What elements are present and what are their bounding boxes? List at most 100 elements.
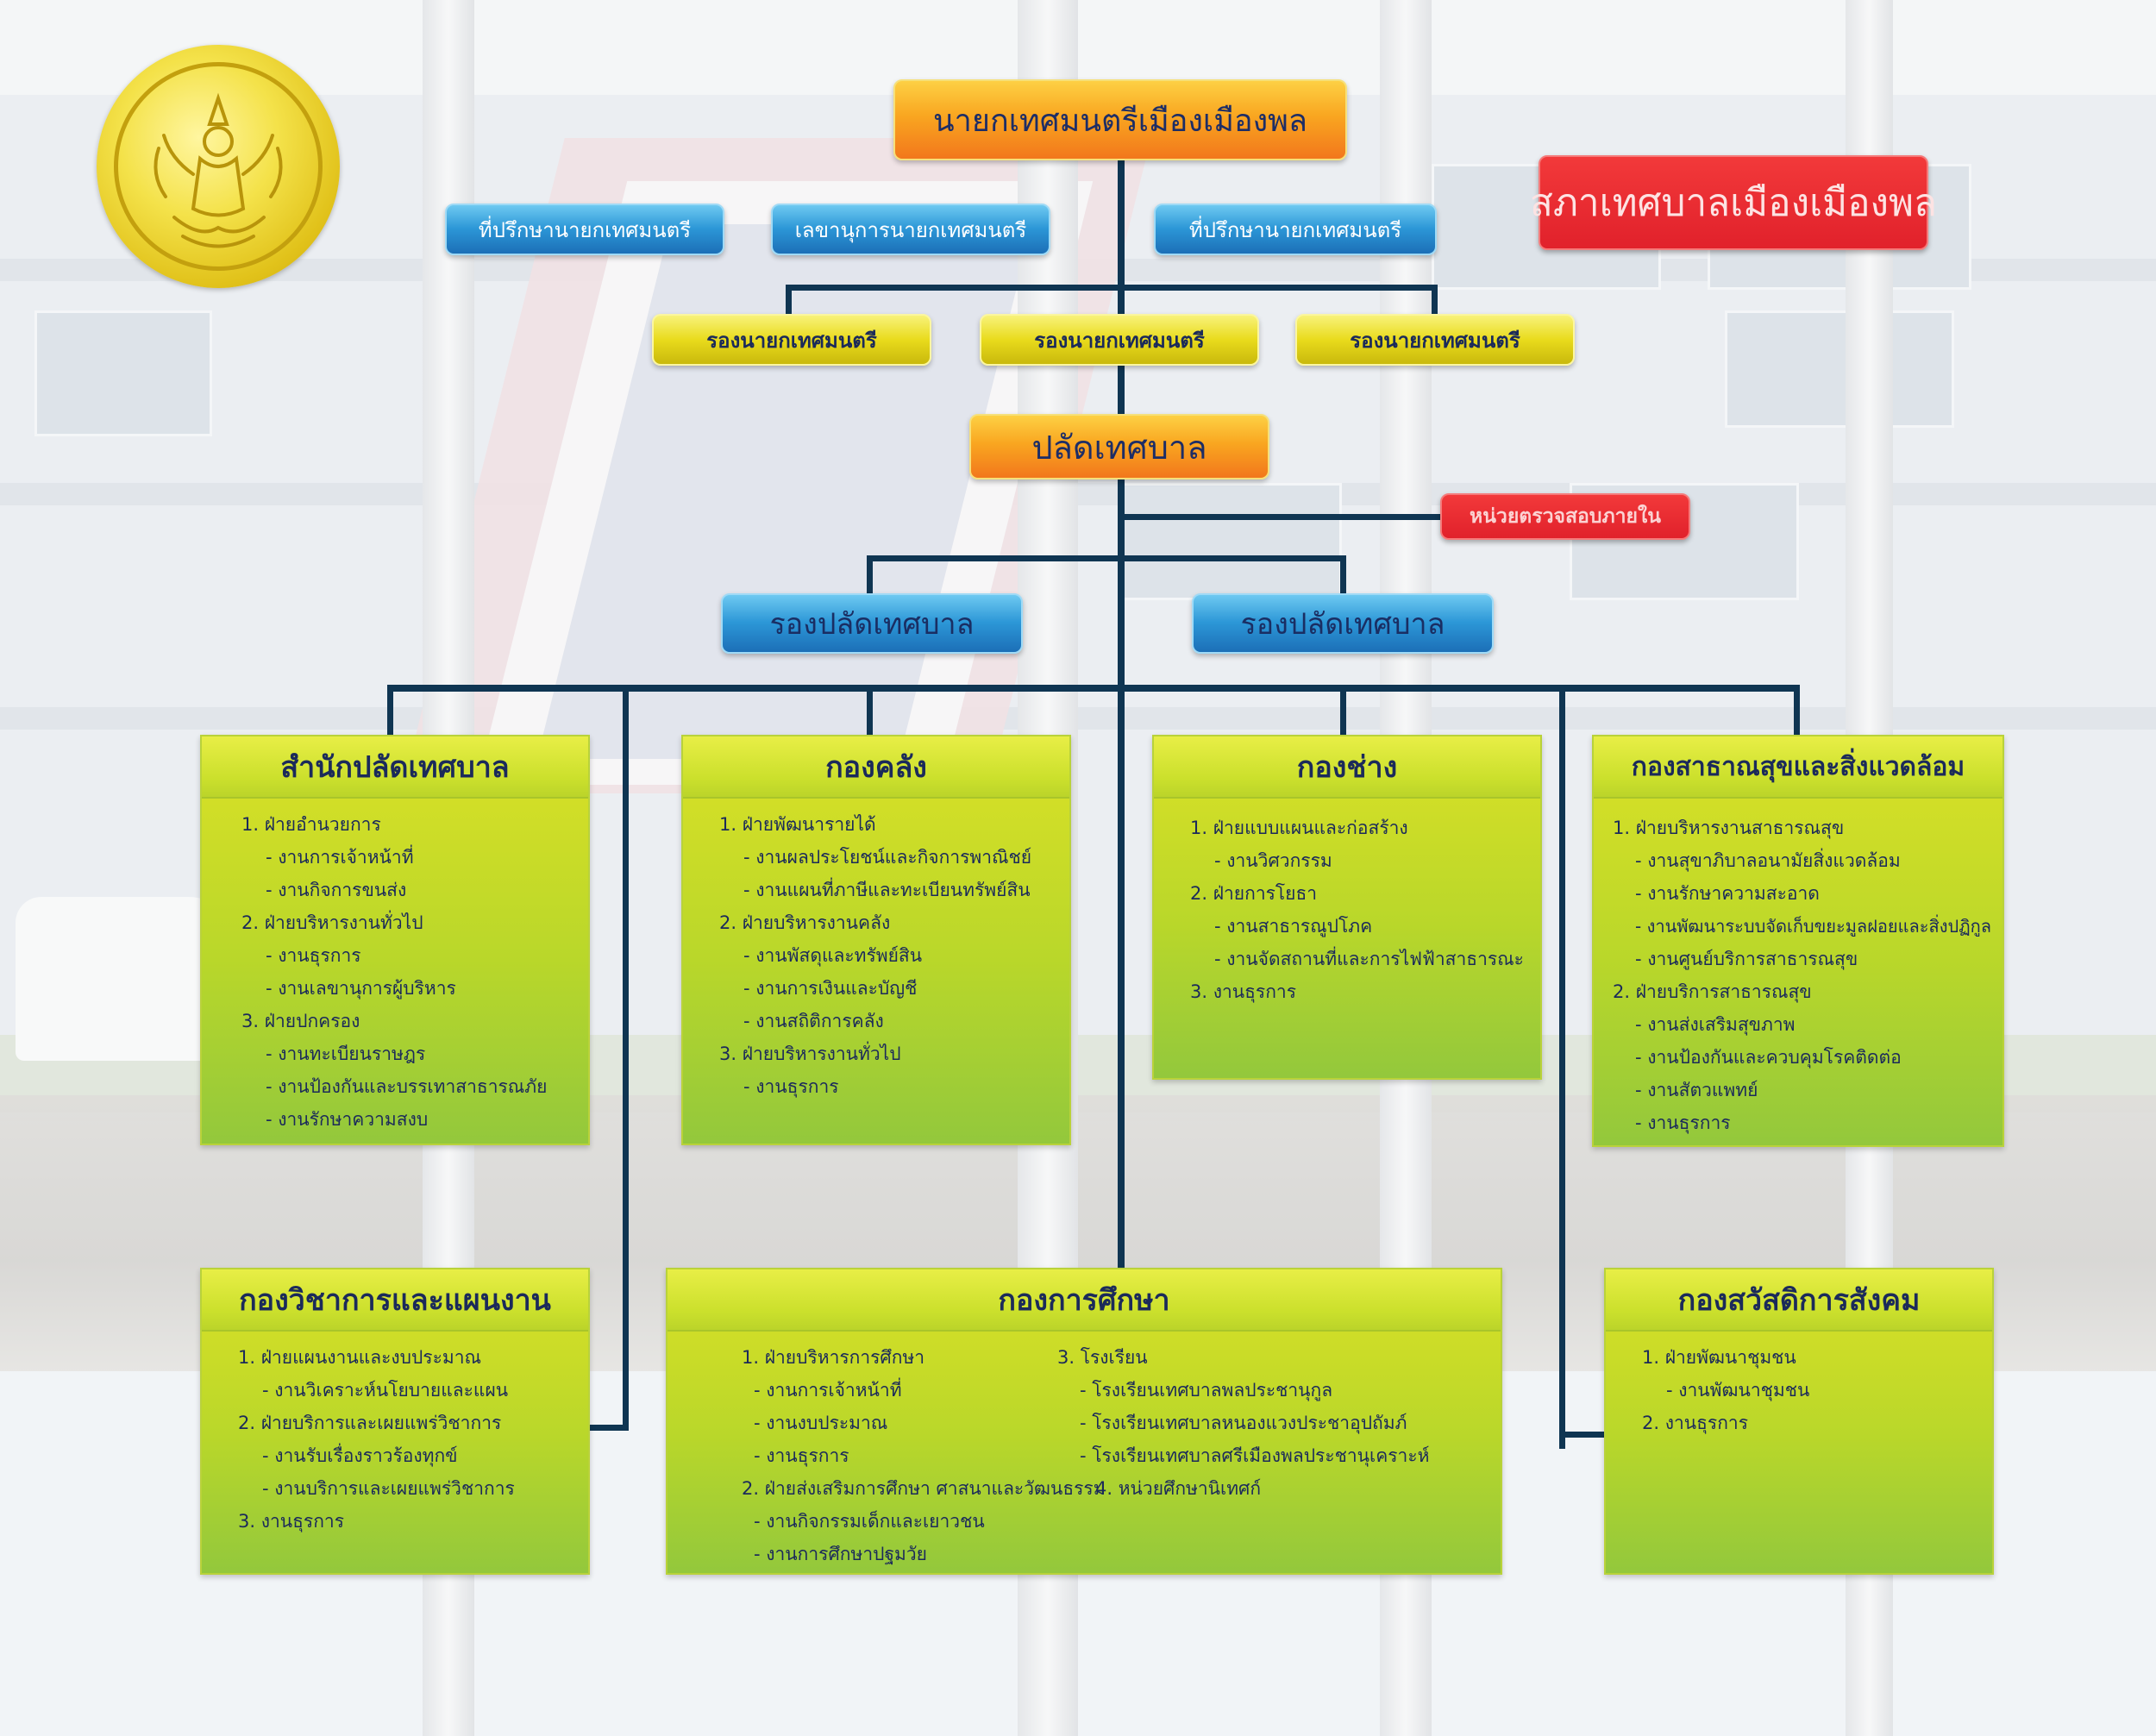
internal-audit-label: หน่วยตรวจสอบภายใน <box>1470 505 1661 528</box>
dept-item: 1. ฝ่ายบริหารงานสาธารณสุข <box>1613 818 1845 838</box>
dept-title: กองสาธาณสุขและสิ่งแวดล้อม <box>1594 736 2002 799</box>
dept-item: - งานการศึกษาปฐมวัย <box>754 1544 927 1564</box>
dept-item: 1. ฝ่ายพัฒนาชุมชน <box>1642 1347 1796 1368</box>
dept-item: - งานกิจกรรมเด็กและเยาวชน <box>754 1511 985 1532</box>
dept-item: 1. ฝ่ายพัฒนารายได้ <box>719 814 876 835</box>
dept-title: กองสวัสดิการสังคม <box>1606 1269 1992 1332</box>
dept-item: - งานวิเคราะห์นโยบายและแผน <box>262 1380 509 1401</box>
secretary-box: เลขานุการนายกเทศมนตรี <box>771 204 1050 255</box>
dept-item: - โรงเรียนเทศบาลพลประชานุกูล <box>1080 1380 1333 1401</box>
deputy-mayor-box: รองนายกเทศมนตรี <box>980 314 1259 366</box>
dept-item: - งานธุรการ <box>266 945 361 966</box>
dept-item: 2. งานธุรการ <box>1642 1413 1748 1433</box>
dept-title: กองคลัง <box>683 736 1069 799</box>
dept-item: 3. งานธุรการ <box>238 1511 344 1532</box>
dept-item: - งานการเจ้าหน้าที่ <box>266 847 414 868</box>
connector-audit <box>1121 514 1440 520</box>
dept-item: - งานพัฒนาชุมชน <box>1666 1380 1810 1401</box>
dept-title: สำนักปลัดเทศบาล <box>202 736 588 799</box>
connector-planning <box>623 685 629 1430</box>
dept-item: - งานสัตวแพทย์ <box>1635 1080 1758 1100</box>
municipal-seal-logo <box>97 45 340 288</box>
background-window <box>34 310 212 436</box>
dept-item: 3. ฝ่ายบริหารงานทั่วไป <box>719 1043 901 1064</box>
deputy-mayor-box: รองนายกเทศมนตรี <box>1295 314 1575 366</box>
internal-audit-box: หน่วยตรวจสอบภายใน <box>1440 493 1690 540</box>
dept-item: 2. ฝ่ายบริหารงานทั่วไป <box>241 912 423 933</box>
dept-item: 3. ฝ่ายปกครอง <box>241 1011 360 1031</box>
dept-item: - โรงเรียนเทศบาลศรีเมืองพลประชานุเคราะห์ <box>1080 1445 1430 1466</box>
connector-deputy-clerks <box>1340 555 1346 597</box>
connector-deputy-mayors <box>1432 285 1438 317</box>
dept-item: 1. ฝ่ายแผนงานและงบประมาณ <box>238 1347 481 1368</box>
dept-item: 1. ฝ่ายอำนวยการ <box>241 814 381 835</box>
dept-item: - งานป้องกันและบรรเทาสาธารณภัย <box>266 1076 548 1097</box>
dept-education: กองการศึกษา 1. ฝ่ายบริหารการศึกษา - งานก… <box>666 1268 1502 1575</box>
dept-item: 2. ฝ่ายส่งเสริมการศึกษา ศาสนาและวัฒนธรรม <box>742 1478 1106 1499</box>
dept-item: - งานผลประโยชน์และกิจการพาณิชย์ <box>743 847 1032 868</box>
deputy-mayor-box: รองนายกเทศมนตรี <box>652 314 931 366</box>
dept-item: - งานรับเรื่องราวร้องทุกข์ <box>262 1445 458 1466</box>
dept-item: 3. โรงเรียน <box>1057 1347 1148 1368</box>
connector-deputy-mayors <box>786 285 792 317</box>
dept-item: - งานรักษาความสะอาด <box>1635 883 1820 904</box>
dept-health: กองสาธาณสุขและสิ่งแวดล้อม 1. ฝ่ายบริหารง… <box>1592 735 2004 1147</box>
deputy-clerk-label: รองปลัดเทศบาล <box>769 607 975 642</box>
dept-item: 3. งานธุรการ <box>1190 981 1296 1002</box>
dept-item: - งานการเจ้าหน้าที่ <box>754 1380 902 1401</box>
dept-clerk-office: สำนักปลัดเทศบาล 1. ฝ่ายอำนวยการ - งานการ… <box>200 735 590 1145</box>
dept-item: 2. ฝ่ายบริหารงานคลัง <box>719 912 891 933</box>
advisor-label: ที่ปรึกษานายกเทศมนตรี <box>1188 217 1402 242</box>
deputy-mayor-label: รองนายกเทศมนตรี <box>1350 328 1520 353</box>
dept-item: - งานจัดสถานที่และการไฟฟ้าสาธารณะ <box>1214 949 1524 969</box>
dept-item: - งานธุรการ <box>754 1445 849 1466</box>
background-window <box>1725 310 1954 428</box>
connector-trunk <box>1118 160 1125 1273</box>
dept-item: 2. ฝ่ายบริการและเผยแพร่วิชาการ <box>238 1413 502 1433</box>
connector-planning <box>590 1425 629 1431</box>
connector-welfare <box>1559 685 1565 1449</box>
dept-item: - งานทะเบียนราษฎร <box>266 1043 426 1064</box>
dept-item: - งานส่งเสริมสุขภาพ <box>1635 1014 1796 1035</box>
mayor-label: นายกเทศมนตรีเมืองเมืองพล <box>933 103 1307 139</box>
dept-item: - งานป้องกันและควบคุมโรคติดต่อ <box>1635 1047 1902 1068</box>
dept-planning: กองวิชาการและแผนงาน 1. ฝ่ายแผนงานและงบปร… <box>200 1268 590 1575</box>
dept-item: - งานแผนที่ภาษีและทะเบียนทรัพย์สิน <box>743 880 1031 900</box>
connector-departments <box>867 685 873 736</box>
council-label: สภาเทศบาลเมืองเมืองพล <box>1530 181 1938 225</box>
dept-item: - งานบริการและเผยแพร่วิชาการ <box>262 1478 515 1499</box>
dept-item: - งานวิศวกรรม <box>1214 850 1332 871</box>
dept-title: กองช่าง <box>1154 736 1540 799</box>
dept-item: 1. ฝ่ายแบบแผนและก่อสร้าง <box>1190 818 1408 838</box>
deputy-clerk-box: รองปลัดเทศบาล <box>1192 593 1494 654</box>
dept-item: - งานงบประมาณ <box>754 1413 888 1433</box>
connector-departments <box>1794 685 1800 736</box>
dept-item: 2. ฝ่ายบริการสาธารณสุข <box>1613 981 1812 1002</box>
dept-item: - งานธุรการ <box>743 1076 839 1097</box>
advisor-label: ที่ปรึกษานายกเทศมนตรี <box>478 217 692 242</box>
deputy-mayor-label: รองนายกเทศมนตรี <box>1034 328 1205 353</box>
dept-item: 1. ฝ่ายบริหารการศึกษา <box>742 1347 925 1368</box>
deputy-clerk-label: รองปลัดเทศบาล <box>1240 607 1445 642</box>
connector-departments <box>387 685 393 736</box>
dept-item: 2. ฝ่ายการโยธา <box>1190 883 1318 904</box>
dept-item: - งานธุรการ <box>1635 1112 1731 1133</box>
secretary-label: เลขานุการนายกเทศมนตรี <box>794 217 1027 242</box>
dept-welfare: กองสวัสดิการสังคม 1. ฝ่ายพัฒนาชุมชน - งา… <box>1604 1268 1994 1575</box>
dept-title: กองวิชาการและแผนงาน <box>202 1269 588 1332</box>
dept-item: - งานพัสดุและทรัพย์สิน <box>743 945 923 966</box>
advisor-box-right: ที่ปรึกษานายกเทศมนตรี <box>1154 204 1437 255</box>
dept-item: - โรงเรียนเทศบาลหนองแวงประชาอุปถัมภ์ <box>1080 1413 1407 1433</box>
connector-departments <box>387 685 1800 692</box>
dept-item: - งานสถิติการคลัง <box>743 1011 884 1031</box>
dept-item: 4. หน่วยศึกษานิเทศก์ <box>1095 1478 1262 1499</box>
clerk-box: ปลัดเทศบาล <box>969 414 1269 479</box>
dept-item: - งานศูนย์บริการสาธารณสุข <box>1635 949 1858 969</box>
connector-deputy-clerks <box>867 555 1346 561</box>
deputy-mayor-label: รองนายกเทศมนตรี <box>706 328 877 353</box>
connector-deputy-clerks <box>867 555 873 597</box>
dept-item: - งานเลขานุการผู้บริหาร <box>266 978 456 999</box>
connector-deputy-mayors <box>786 285 1438 291</box>
background-roof <box>0 0 2156 95</box>
